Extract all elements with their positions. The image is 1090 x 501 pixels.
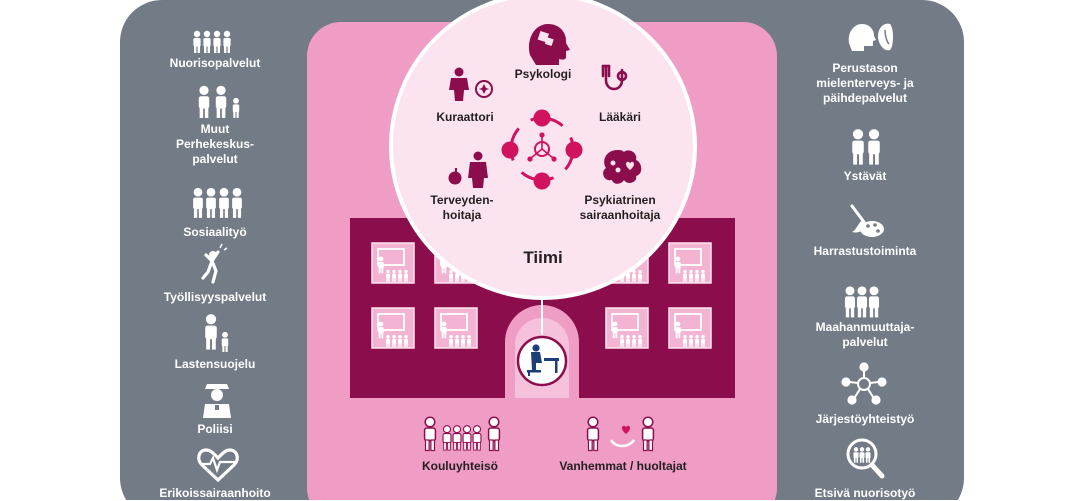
- nurse-apple-icon: [448, 151, 488, 188]
- school-community-label: Kouluyhteisö: [421, 459, 498, 473]
- right-label-maahanmuuttaja: Maahanmuuttaja-palvelut: [815, 320, 915, 349]
- team-label-kuraattori: Kuraattori: [436, 110, 494, 124]
- classroom-6: [669, 243, 711, 283]
- classroom-8: [669, 308, 711, 348]
- heart-pulse-icon: [197, 448, 239, 483]
- team-label-laakari: Lääkäri: [598, 110, 642, 124]
- right-label-harrastustoiminta: Harrastustoiminta: [813, 244, 917, 258]
- network-icon: [841, 362, 887, 405]
- heads-mental-health-icon: [848, 23, 893, 51]
- left-label-erikoissairaanhoito: Erikoissairaanhoito: [159, 486, 271, 500]
- jumping-person-icon: [201, 243, 228, 284]
- classroom-4: [435, 308, 477, 348]
- classroom-7: [606, 308, 648, 348]
- parents-care-icon: [586, 416, 655, 452]
- team-title: Tiimi: [523, 248, 563, 267]
- right-label-mielenterveys: Perustason mielenterveys- ja päihdepalve…: [816, 61, 914, 105]
- magnifier-people-icon: [846, 438, 885, 479]
- classroom-3: [372, 308, 414, 348]
- brain-icon: [603, 150, 642, 184]
- right-label-jarjestoyhteistyo: Järjestöyhteistyö: [815, 412, 915, 426]
- police-officer-icon: [203, 384, 231, 418]
- paint-palette-icon: [850, 204, 884, 237]
- student-desk-icon: [516, 335, 568, 387]
- brain-puzzle-head-icon: [528, 24, 570, 65]
- left-label-perhekeskus: Muut Perhekeskus-palvelut: [175, 122, 255, 166]
- team-label-terveydenhoitaja: Terveyden-hoitaja: [430, 193, 494, 222]
- left-label-sosiaalityo: Sosiaalityö: [183, 225, 247, 239]
- counselor-icon: [449, 67, 493, 101]
- parents-label: Vanhemmat / huoltajat: [559, 459, 687, 473]
- team-label-psykiatrinen: Psykiatrinen sairaanhoitaja: [579, 193, 661, 222]
- right-label-ystavat: Ystävät: [843, 169, 887, 183]
- stethoscope-icon: [601, 64, 628, 91]
- left-label-nuorisopalvelut: Nuorisopalvelut: [169, 56, 261, 70]
- right-label-etsiva: Etsivä nuorisotyö: [814, 486, 916, 500]
- team-label-psykologi: Psykologi: [514, 67, 572, 81]
- left-label-poliisi: Poliisi: [197, 422, 233, 436]
- left-label-lastensuojelu: Lastensuojelu: [174, 357, 256, 371]
- left-label-tyollisyyspalvelut: Työllisyyspalvelut: [163, 290, 267, 304]
- classroom-1: [372, 243, 414, 283]
